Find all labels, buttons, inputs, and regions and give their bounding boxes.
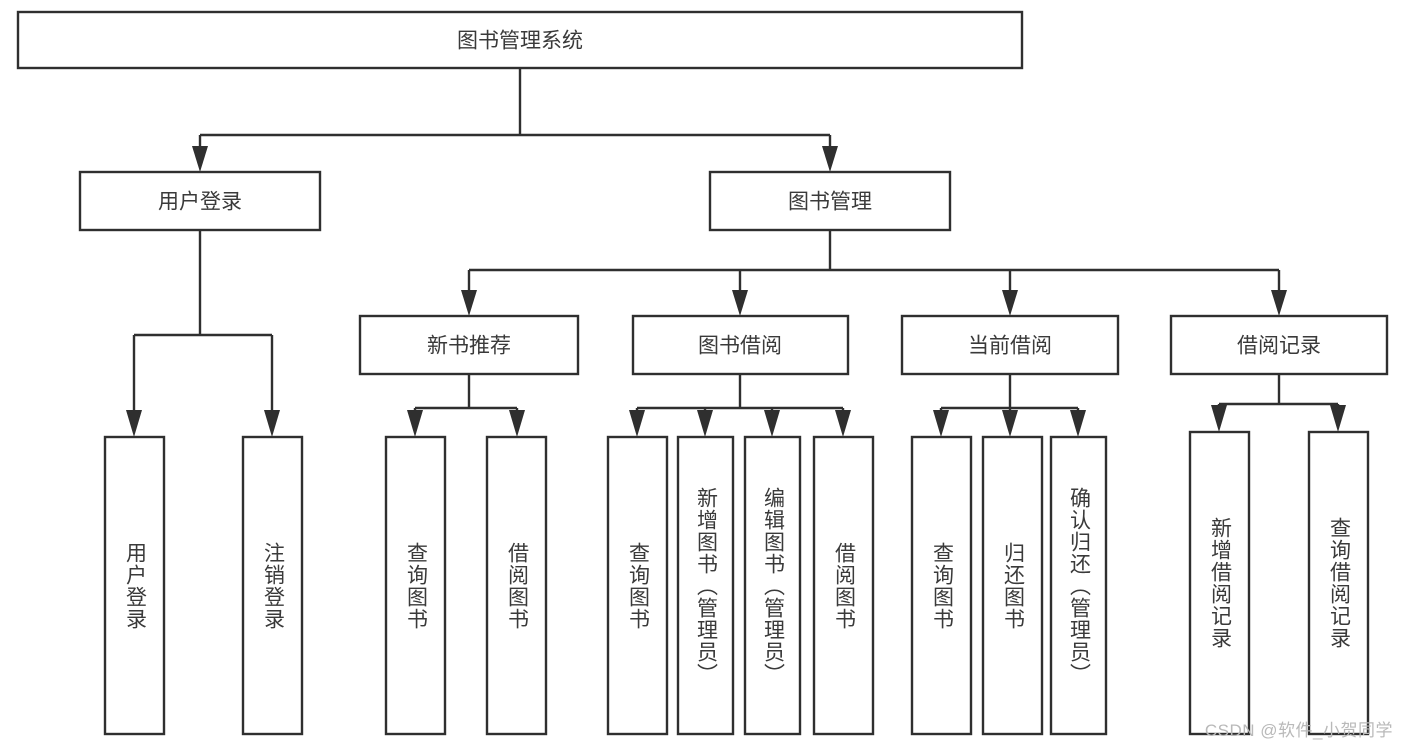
arrow-bookmanage-to-new-book-recommend — [461, 290, 477, 316]
arrow-userlogin-to-leaf-logout — [264, 410, 280, 437]
arrow-bookmanage-to-book-borrow — [732, 290, 748, 316]
arrow-borrowrecord-to-leaf-query-record — [1330, 405, 1346, 432]
arrow-bookmanage-to-current-borrow — [1002, 290, 1018, 316]
leaf-box-add-book[interactable] — [676, 435, 735, 736]
arrow-borrowrecord-to-leaf-add-record — [1211, 405, 1227, 432]
node-user-login-label: 用户登录 — [158, 191, 242, 214]
leaf-box-query-book-1[interactable] — [384, 435, 447, 736]
node-root-label: 图书管理系统 — [457, 30, 583, 53]
node-borrow-record-label: 借阅记录 — [1237, 335, 1321, 358]
arrow-bookborrow-to-leaf-edit-book — [764, 410, 780, 437]
arrow-bookborrow-to-leaf-borrow-book-2 — [835, 410, 851, 437]
node-borrow-record[interactable]: 借阅记录 — [1169, 314, 1389, 376]
leaf-box-user-login[interactable] — [103, 435, 166, 736]
node-borrow-record-box — [1169, 314, 1389, 376]
leaf-box-layer — [103, 430, 1370, 736]
node-new-book-recommend-label: 新书推荐 — [427, 335, 511, 358]
node-current-borrow[interactable]: 当前借阅 — [900, 314, 1120, 376]
arrow-bookborrow-to-leaf-add-book — [697, 410, 713, 437]
node-book-manage[interactable]: 图书管理 — [708, 170, 952, 232]
arrow-userlogin-to-leaf-user-login — [126, 410, 142, 437]
leaf-box-confirm-return[interactable] — [1049, 435, 1108, 736]
node-user-login[interactable]: 用户登录 — [78, 170, 322, 232]
arrow-newbook-to-leaf-borrow-book-1 — [509, 410, 525, 437]
node-new-book-recommend[interactable]: 新书推荐 — [358, 314, 580, 376]
leaf-box-borrow-book-2[interactable] — [812, 435, 875, 736]
arrow-currentborrow-to-leaf-return-book — [1002, 410, 1018, 437]
node-user-login-box — [78, 170, 322, 232]
edge-newbook-trunk — [413, 374, 519, 416]
csdn-watermark: CSDN @软件_小贺同学 — [1204, 721, 1393, 740]
edge-currentborrow-trunk — [939, 374, 1080, 416]
edge-root-trunk — [198, 68, 832, 158]
node-book-borrow[interactable]: 图书借阅 — [631, 314, 850, 376]
edge-bookmanage-trunk — [467, 230, 1281, 300]
node-book-manage-label: 图书管理 — [788, 191, 872, 214]
connector-layer — [126, 68, 1346, 437]
node-current-borrow-box — [900, 314, 1120, 376]
node-book-borrow-label: 图书借阅 — [698, 335, 782, 358]
edge-bookborrow-trunk — [635, 374, 845, 416]
arrow-root-to-book-manage — [822, 146, 838, 172]
node-book-manage-box — [708, 170, 952, 232]
leaf-box-query-record[interactable] — [1307, 430, 1370, 736]
arrow-newbook-to-leaf-query-book-1 — [407, 410, 423, 437]
leaf-box-query-book-3[interactable] — [910, 435, 973, 736]
node-new-book-recommend-box — [358, 314, 580, 376]
leaf-box-edit-book[interactable] — [743, 435, 802, 736]
arrow-currentborrow-to-leaf-confirm-return — [1070, 410, 1086, 437]
leaf-box-return-book[interactable] — [981, 435, 1044, 736]
edge-borrowrecord-trunk — [1217, 374, 1340, 412]
node-book-borrow-box — [631, 314, 850, 376]
node-root[interactable]: 图书管理系统 — [16, 10, 1024, 70]
leaf-box-query-book-2[interactable] — [606, 435, 669, 736]
leaf-box-add-record[interactable] — [1188, 430, 1251, 736]
arrow-bookmanage-to-borrow-record — [1271, 290, 1287, 316]
edge-userlogin-trunk — [132, 230, 274, 412]
node-root-box — [16, 10, 1024, 70]
arrow-currentborrow-to-leaf-query-book-3 — [933, 410, 949, 437]
arrow-bookborrow-to-leaf-query-book-2 — [629, 410, 645, 437]
node-current-borrow-label: 当前借阅 — [968, 335, 1052, 358]
arrow-root-to-user-login — [192, 146, 208, 172]
leaf-box-logout[interactable] — [241, 435, 304, 736]
leaf-box-borrow-book-1[interactable] — [485, 435, 548, 736]
